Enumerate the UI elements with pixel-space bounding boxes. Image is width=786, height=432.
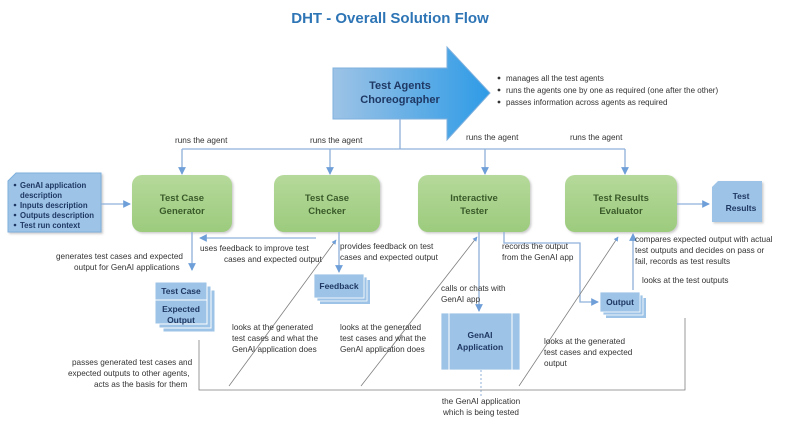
annotation-generates-2: output for GenAI applications: [74, 263, 180, 272]
annotation-looks-generated-1a: looks at the generated: [232, 323, 313, 332]
checker-label-1: Test Case: [305, 193, 349, 204]
choreographer-label-1: Test Agents: [369, 80, 431, 92]
annotation-looks-generated-2a: looks at the generated: [340, 323, 421, 332]
agent-checker[interactable]: Test Case Checker: [274, 175, 380, 232]
agent-tester[interactable]: Interactive Tester: [418, 175, 530, 232]
annotation-app-tested-2: which is being tested: [442, 408, 519, 417]
feedback-label: Feedback: [319, 281, 358, 291]
bullet-dot: [13, 203, 17, 207]
choreographer-bullet-3: passes information across agents as requ…: [506, 98, 667, 107]
bullet-dot: [497, 76, 501, 80]
looks-line-tester: [360, 236, 478, 387]
annotation-generates-1: generates test cases and expected: [56, 252, 183, 261]
looks-line-evaluator: [518, 236, 619, 387]
annotation-looks-generated-2b: test cases and what the: [340, 334, 426, 343]
test-case-doc-label-2: Expected: [162, 304, 200, 314]
runs-label-generator: runs the agent: [175, 136, 228, 145]
tester-to-output-connector: [503, 232, 599, 306]
diagram-title: DHT - Overall Solution Flow: [291, 10, 489, 27]
evaluator-label-2: Evaluator: [599, 206, 643, 217]
annotation-compares-2: test outputs and decides on pass or: [635, 246, 765, 255]
passes-bracket: [198, 318, 686, 391]
test-results-label-2: Results: [726, 203, 757, 213]
test-results-box[interactable]: Test Results: [712, 181, 762, 222]
annotation-provides-feedback-2: cases and expected output: [340, 253, 439, 262]
bullet-dot: [13, 213, 17, 217]
choreographer-bullets: manages all the test agents runs the age…: [497, 74, 718, 107]
input-item-outputs: Outputs description: [20, 211, 94, 220]
input-item-genai: GenAI application: [20, 181, 87, 190]
input-item-genai-cont: description: [20, 191, 62, 200]
annotation-app-tested-1: the GenAI application: [442, 397, 521, 406]
annotation-passes-1: passes generated test cases and: [72, 358, 193, 367]
annotation-looks-generated-1b: test cases and what the: [232, 334, 318, 343]
annotation-looks-generated-3a: looks at the generated: [544, 337, 625, 346]
genai-app-label-1: GenAI: [467, 330, 492, 340]
generator-label-1: Test Case: [160, 193, 204, 204]
annotation-provides-feedback-1: provides feedback on test: [340, 242, 434, 251]
inputs-box: [7, 172, 102, 233]
annotation-records-output-2: from the GenAI app: [502, 253, 574, 262]
output-document[interactable]: Output: [599, 291, 646, 318]
test-case-doc-label-3: Output: [167, 315, 195, 325]
runs-label-evaluator: runs the agent: [570, 133, 623, 142]
test-results-label-1: Test: [733, 191, 750, 201]
choreographer-label-2: Choreographer: [360, 94, 440, 106]
tester-label-1: Interactive: [450, 193, 498, 204]
annotation-looks-outputs: looks at the test outputs: [642, 276, 728, 285]
agent-evaluator[interactable]: Test Results Evaluator: [565, 175, 677, 232]
annotation-compares-3: fail, records as test results: [635, 257, 730, 266]
test-case-document[interactable]: Test Case Expected Output: [154, 281, 216, 333]
runs-label-tester: runs the agent: [466, 133, 519, 142]
evaluator-label-1: Test Results: [593, 193, 649, 204]
choreographer-bullet-2: runs the agents one by one as required (…: [506, 86, 718, 95]
genai-application[interactable]: GenAI Application: [440, 312, 521, 371]
bullet-dot: [497, 88, 501, 92]
tester-label-2: Tester: [460, 206, 488, 217]
choreographer-bullet-1: manages all the test agents: [506, 74, 604, 83]
annotation-looks-generated-1c: GenAI application does: [232, 345, 317, 354]
annotation-calls-chats-1: calls or chats with: [441, 284, 506, 293]
bullet-dot: [497, 100, 501, 104]
run-connectors: [178, 119, 629, 175]
inputs-list: GenAI application description Inputs des…: [13, 181, 94, 230]
genai-app-label-2: Application: [457, 342, 503, 352]
annotation-compares-1: compares expected output with actual: [635, 235, 773, 244]
annotation-records-output-1: records the output: [502, 242, 569, 251]
annotation-looks-generated-3b: test cases and expected: [544, 348, 633, 357]
choreographer-shape: [332, 45, 491, 142]
input-item-context: Test run context: [20, 221, 80, 230]
runs-label-checker: runs the agent: [310, 136, 363, 145]
input-item-inputs: Inputs description: [20, 201, 88, 210]
annotation-calls-chats-2: GenAI app: [441, 295, 481, 304]
bullet-dot: [13, 183, 17, 187]
annotation-looks-generated-3c: output: [544, 359, 567, 368]
annotation-looks-generated-2c: GenAI application does: [340, 345, 425, 354]
test-case-doc-label-1: Test Case: [161, 286, 201, 296]
annotation-uses-feedback-2: cases and expected output: [224, 255, 323, 264]
checker-label-2: Checker: [308, 206, 346, 217]
agent-generator[interactable]: Test Case Generator: [132, 175, 232, 232]
output-label: Output: [606, 297, 634, 307]
feedback-document[interactable]: Feedback: [313, 273, 370, 304]
annotation-passes-3: acts as the basis for them: [94, 380, 187, 389]
bullet-dot: [13, 223, 17, 227]
annotation-uses-feedback-1: uses feedback to improve test: [200, 244, 309, 253]
generator-label-2: Generator: [159, 206, 205, 217]
looks-line-checker: [228, 239, 337, 387]
annotation-passes-2: expected outputs to other agents,: [68, 369, 190, 378]
